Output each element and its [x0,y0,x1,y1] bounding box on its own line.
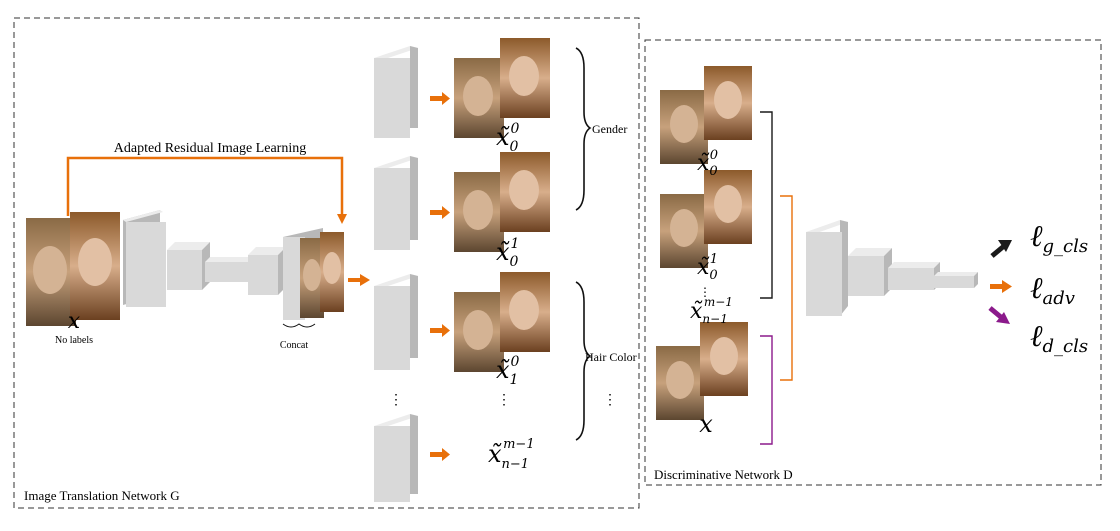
decoder-slab-2 [374,156,418,250]
concat-label: Concat [280,340,309,351]
concat-brace [282,323,316,328]
disc-bracket-purple [760,335,773,445]
decoder-arrows [430,92,450,461]
output-arrow-4 [430,452,442,457]
output-arrow-2 [430,210,442,215]
generator-panel [13,17,640,509]
residual-label: Adapted Residual Image Learning [114,141,306,156]
loss-arrow-g-cls [990,240,1012,258]
output-face-pair-3 [454,272,550,372]
disc-input-label-3: x̃n−1m−1 [690,295,733,326]
generator-block-3 [205,257,255,282]
ellipsis-slabs: ⋮ [389,393,403,408]
hair-color-brace [575,281,592,441]
disc-block-1 [806,220,848,316]
decoder-slab-4 [374,414,418,502]
input-face-pair [26,212,120,326]
ellipsis-groups: ⋮ [603,393,617,408]
residual-arrowhead [337,214,347,224]
disc-block-3 [888,262,940,290]
loss-d-cls: ℓd_cls [1030,319,1088,357]
residual-connection-line [66,156,344,218]
ellipsis-outputs: ⋮ [497,393,511,408]
input-symbol: x [68,309,81,334]
hair-color-label: Hair Color [585,350,637,364]
output-label-2: x̃01 [496,236,519,270]
ellipsis-disc: ⋮ [699,285,711,299]
disc-block-2 [848,248,892,296]
loss-arrow-d-cls [988,306,1010,324]
disc-block-4 [934,272,978,288]
disc-input-label-4: x [699,410,713,438]
discriminator-title: Discriminative Network D [654,467,793,482]
loss-adv: ℓadv [1030,271,1075,309]
output-label-1: x̃00 [496,121,519,155]
disc-face-pair-3 [656,322,748,420]
concat-face-pair [300,232,344,318]
input-note: No labels [55,335,93,346]
disc-input-label-2: x̃01 [697,252,718,283]
generator-block-4 [248,247,286,295]
generator-to-decoder-arrowhead [360,274,370,286]
output-arrow-1 [430,96,442,101]
disc-input-label-1: x̃00 [697,148,718,179]
output-label-3: x̃10 [496,354,519,388]
generator-title: Image Translation Network G [24,488,180,503]
decoder-slab-3 [374,274,418,370]
generator-block-2 [167,242,210,290]
gender-brace [575,47,592,211]
disc-face-pair-1 [660,66,752,164]
disc-bracket-orange [780,195,793,381]
decoder-slab-1 [374,46,418,138]
loss-arrow-adv [990,280,1012,293]
output-face-pair-2 [454,152,550,252]
disc-bracket-black [760,111,773,299]
loss-g-cls: ℓg_cls [1030,219,1088,257]
output-label-4: x̃n−1m−1 [488,437,535,472]
output-arrow-3 [430,328,442,333]
gender-label: Gender [592,122,627,136]
output-face-pair-1 [454,38,550,138]
generator-block-1 [123,210,166,307]
disc-face-pair-2 [660,170,752,268]
